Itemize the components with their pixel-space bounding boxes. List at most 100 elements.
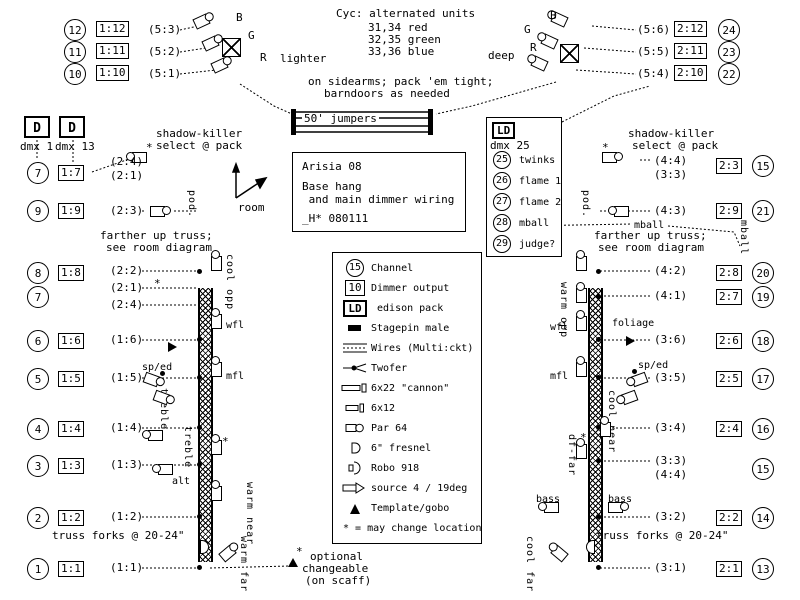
- circuit-label: (5:1): [148, 67, 182, 80]
- channel-circle: 20: [752, 262, 774, 284]
- room-axis-icon: [231, 161, 268, 199]
- dimmer-pack-label: dmx 1: [20, 140, 54, 153]
- farther-note: farther up truss;: [100, 229, 213, 242]
- fresnel-icon: [339, 441, 371, 455]
- circuit-label: (3:3): [654, 454, 688, 467]
- focus-label: cool opp: [224, 254, 235, 311]
- may-move-star: *: [296, 545, 303, 558]
- mball-label: mball: [634, 220, 665, 231]
- dimmer-box: 1:11: [96, 43, 129, 59]
- channel-circle: 3: [27, 455, 49, 477]
- dimmer-pack-label: dmx 13: [55, 140, 95, 153]
- truss-tap-dot: [596, 294, 601, 299]
- cannon-6x22-icon: [339, 382, 371, 394]
- dimmer-box: 2:3: [716, 158, 742, 174]
- par-icon: [576, 256, 587, 271]
- channel-circle: 27: [493, 193, 511, 211]
- focus-label: foliage: [612, 318, 655, 329]
- twofer-dot: [632, 369, 637, 374]
- focus-label: df-far: [566, 434, 577, 477]
- focus-label: wfl: [226, 320, 245, 331]
- truss-tap-dot: [596, 514, 601, 519]
- dimmer-box: 1:1: [58, 561, 84, 577]
- channel-circle: 9: [27, 200, 49, 222]
- channel-circle: 15: [752, 458, 774, 480]
- circuit-label: (2:3): [110, 204, 144, 217]
- channel-circle: 15: [752, 155, 774, 177]
- channel-circle: 7: [27, 162, 49, 184]
- channel-circle: 24: [718, 19, 740, 41]
- truss-forks-note: truss forks @ 20-24": [596, 529, 729, 542]
- cyc-note-1: on sidearms; pack 'em tight;: [308, 75, 494, 88]
- channel-circle: 10: [64, 63, 86, 85]
- dimmer-box: 2:4: [716, 421, 742, 437]
- channel-circle: 4: [27, 418, 49, 440]
- legend-row: Wires (Multi:ckt): [339, 338, 481, 358]
- cyc-green-label: 32,35 green: [368, 33, 441, 46]
- robo-icon: [339, 461, 371, 475]
- dimmer-box: 1:9: [58, 203, 84, 219]
- dimmer-pack-box: D: [59, 116, 85, 138]
- focus-label: alt: [172, 476, 191, 487]
- title-line: Base hang: [302, 180, 362, 193]
- source4-icon: [339, 481, 371, 495]
- channel-name: flame 1: [519, 176, 562, 187]
- par-icon: [211, 362, 222, 377]
- legend-row: Twofer: [339, 358, 481, 378]
- fresnel-icon: [586, 540, 595, 554]
- optional-note: optional: [310, 550, 363, 563]
- channel-circle: 11: [64, 41, 86, 63]
- lighter-label: lighter: [280, 52, 327, 65]
- circuit-label: (1:2): [110, 510, 144, 523]
- channel-name: mball: [519, 218, 550, 229]
- jumpers-label: 50' jumpers: [302, 112, 379, 125]
- par-icon: [148, 430, 163, 441]
- legend-row: 6x12: [339, 398, 481, 418]
- legend-row: 6" fresnel: [339, 438, 481, 458]
- circuit-label: (2:4): [110, 155, 144, 168]
- par-icon: [150, 206, 171, 217]
- circuit-label: (2:4): [110, 298, 144, 311]
- channel-circle: 16: [752, 418, 774, 440]
- focus-label: wfl: [550, 322, 569, 333]
- dimmer-box: 1:3: [58, 458, 84, 474]
- circuit-label: (5:3): [148, 23, 182, 36]
- focus-label: treble: [182, 426, 193, 469]
- dimmer-box: 2:2: [716, 510, 742, 526]
- circuit-label: (2:2): [110, 264, 144, 277]
- dimmer-box-icon: 10: [339, 280, 371, 296]
- jumper-connector: [428, 109, 433, 135]
- cyc-blue-label: 33,36 blue: [368, 45, 435, 58]
- channel-circle: 26: [493, 172, 511, 190]
- par-icon: [211, 256, 222, 271]
- channel-circle: 28: [493, 214, 511, 232]
- farther-note: farther up truss;: [594, 229, 707, 242]
- truss-tap-dot: [596, 337, 601, 342]
- circuit-label: (5:6): [637, 23, 671, 36]
- gel-label-r: R: [530, 41, 537, 54]
- scroller-icon: [222, 38, 241, 57]
- dimmer-box: 1:5: [58, 371, 84, 387]
- focus-label: mfl: [226, 371, 245, 382]
- circuit-label: (1:1): [110, 561, 144, 574]
- par-icon: [211, 314, 222, 329]
- channel-circle: 18: [752, 330, 774, 352]
- truss-tap-dot: [197, 565, 202, 570]
- truss-tap-dot: [197, 514, 202, 519]
- truss-tap-dot: [197, 337, 202, 342]
- par-icon: [608, 502, 629, 513]
- circuit-label: (1:5): [110, 371, 144, 384]
- gel-label-r: R: [260, 51, 267, 64]
- title-date: _H* 080111: [302, 212, 369, 225]
- dimmer-box: 1:8: [58, 265, 84, 281]
- circuit-label: (5:2): [148, 45, 182, 58]
- dimmer-box: 1:7: [58, 165, 84, 181]
- dimmer-box: 1:12: [96, 21, 129, 37]
- gel-label-b: B: [236, 11, 243, 24]
- channel-circle: 5: [27, 368, 49, 390]
- gel-label-b: B: [550, 9, 557, 22]
- channel-circle: 29: [493, 235, 511, 253]
- optional-note: changeable: [302, 562, 369, 575]
- scroller-icon: [560, 44, 579, 63]
